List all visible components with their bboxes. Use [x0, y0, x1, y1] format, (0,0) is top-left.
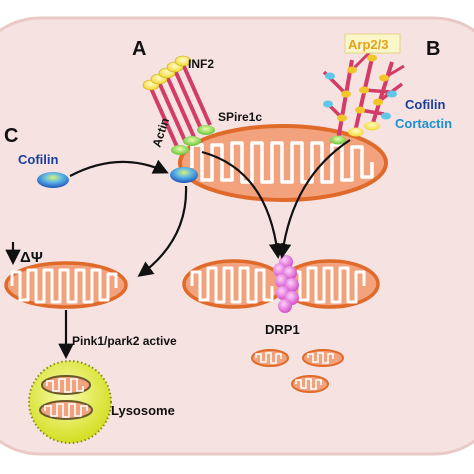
label-delta-psi: ΔΨ [20, 249, 43, 266]
label-cofilin-b: Cofilin [405, 97, 445, 112]
inf2-proteins [142, 55, 192, 91]
label-inf2: INF2 [188, 57, 214, 71]
cofilin-b-proteins [330, 121, 380, 145]
label-lysosome: Lysosome [111, 403, 175, 418]
actin-filaments-inf2 [148, 61, 212, 150]
cortactin-proteins [323, 72, 397, 120]
label-cofilin-c: Cofilin [18, 152, 58, 167]
mitochondrion-main [178, 124, 388, 202]
panel-label-b: B [426, 38, 440, 60]
mitochondrion-depolarised [4, 261, 128, 309]
mitochondria-fragments [251, 349, 344, 393]
cofilin-at-mitochondrion [170, 167, 198, 183]
label-arp23: Arp2/3 [348, 37, 388, 52]
arrow-mitochondrion-to-depolarised [137, 185, 188, 277]
arp23-proteins [337, 54, 389, 122]
arp23-label-box [344, 33, 401, 54]
label-cortactin: Cortactin [395, 116, 452, 131]
panel-label-a: A [132, 38, 146, 60]
cofilin-free [37, 172, 69, 188]
mitochondrion-fission-right [280, 259, 380, 309]
label-pink-park: Pink1/park2 active [72, 334, 177, 348]
label-spire1c: SPire1c [218, 110, 262, 124]
arrows [5, 139, 351, 360]
arrow-arp23-to-drp1 [275, 139, 351, 260]
arrow-inf2-to-drp1 [201, 150, 285, 260]
panel-label-c: C [4, 125, 18, 147]
mitochondrion-fission-left [182, 259, 286, 309]
lysosome [28, 360, 112, 444]
label-drp1: DRP1 [265, 322, 300, 337]
spire1c-proteins [171, 125, 215, 155]
arrow-cofilin-to-mitochondrion [69, 159, 169, 177]
